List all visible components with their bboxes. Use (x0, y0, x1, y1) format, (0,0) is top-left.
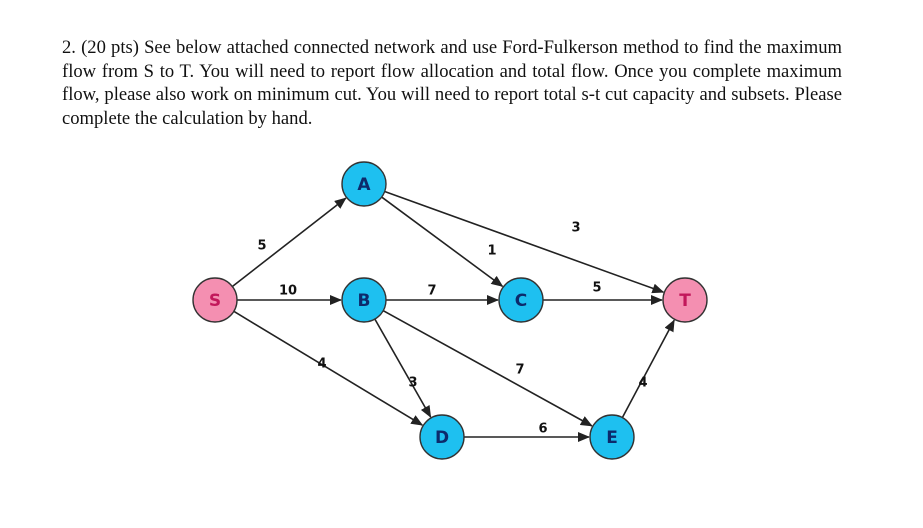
node-circle (589, 414, 635, 460)
edge-b-d (374, 318, 432, 418)
node-s: S (192, 277, 238, 323)
edge-e-t (621, 319, 675, 418)
node-circle (192, 277, 238, 323)
edge-s-d (233, 310, 424, 426)
nodes-layer: S A B C D E T (192, 161, 708, 460)
node-circle (662, 277, 708, 323)
node-label: T (679, 291, 691, 311)
node-label: D (435, 428, 449, 448)
edge-capacity-label-b-c: 7 (427, 284, 436, 299)
node-label: C (515, 291, 527, 311)
edge-a-c (381, 196, 504, 287)
node-e: E (589, 414, 635, 460)
edge-capacity-label-s-b: 10 (279, 284, 297, 299)
edge-capacity-label-d-e: 6 (538, 422, 547, 437)
problem-statement: 2. (20 pts) See below attached connected… (62, 37, 842, 129)
edge-a-t (384, 190, 665, 294)
node-circle (419, 414, 465, 460)
edge-capacity-label-a-t: 3 (571, 221, 580, 236)
edge-capacity-label-s-a: 5 (257, 239, 266, 254)
edge-b-e (382, 309, 593, 427)
node-circle (341, 161, 387, 207)
node-d: D (419, 414, 465, 460)
edge-capacity-label-b-d: 3 (408, 376, 417, 391)
node-circle (498, 277, 544, 323)
node-circle (341, 277, 387, 323)
node-b: B (341, 277, 387, 323)
node-a: A (341, 161, 387, 207)
edges-layer: 5 10 4 1 3 7 3 7 5 6 4 (231, 190, 675, 442)
edge-capacity-label-a-c: 1 (487, 244, 496, 259)
edge-capacity-label-s-d: 4 (317, 357, 326, 372)
node-label: B (358, 291, 371, 311)
node-t: T (662, 277, 708, 323)
node-label: E (606, 428, 618, 448)
edge-capacity-label-c-t: 5 (592, 281, 601, 296)
node-label: A (357, 175, 371, 195)
node-c: C (498, 277, 544, 323)
edge-capacity-label-e-t: 4 (638, 376, 647, 391)
edge-s-a (231, 197, 347, 288)
edge-capacity-label-b-e: 7 (515, 363, 524, 378)
node-label: S (209, 291, 221, 311)
